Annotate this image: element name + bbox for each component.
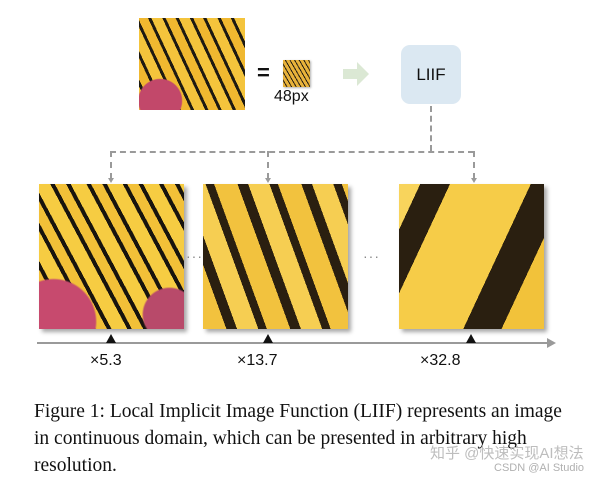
ellipsis-2: ··· <box>363 248 380 264</box>
csdn-watermark: CSDN @AI Studio <box>494 462 585 474</box>
connector-to-output-1 <box>110 151 112 179</box>
connector-horizontal <box>110 151 474 153</box>
arrow-head-2 <box>265 178 271 183</box>
scale-label-2: ×13.7 <box>237 352 278 369</box>
zhihu-watermark: 知乎 @快速实现AI想法 <box>430 445 584 462</box>
input-image <box>139 18 245 110</box>
input-size-label: 48px <box>274 88 309 105</box>
equals-sign: = <box>257 60 270 85</box>
connector-to-output-2 <box>267 151 269 179</box>
liif-label: LIIF <box>416 64 446 84</box>
scale-axis-line <box>37 342 547 344</box>
scale-marker-3 <box>466 334 476 343</box>
ellipsis-1: ··· <box>186 248 203 264</box>
output-image-x32-8 <box>399 184 544 329</box>
figure-caption: Figure 1: Local Implicit Image Function … <box>34 401 562 476</box>
right-arrow-icon <box>343 62 369 86</box>
scale-marker-2 <box>263 334 273 343</box>
scale-label-1: ×5.3 <box>90 352 122 369</box>
arrow-head-3 <box>471 178 477 183</box>
arrow-head-1 <box>108 178 114 183</box>
liif-model-box: LIIF <box>401 45 461 104</box>
input-thumbnail-48px <box>283 60 310 87</box>
connector-to-output-3 <box>473 151 475 179</box>
output-image-x13-7 <box>203 184 348 329</box>
output-image-x5-3 <box>39 184 184 329</box>
scale-label-3: ×32.8 <box>420 352 461 369</box>
scale-axis-arrowhead <box>547 338 556 348</box>
scale-marker-1 <box>106 334 116 343</box>
connector-down-from-liif <box>430 106 432 151</box>
